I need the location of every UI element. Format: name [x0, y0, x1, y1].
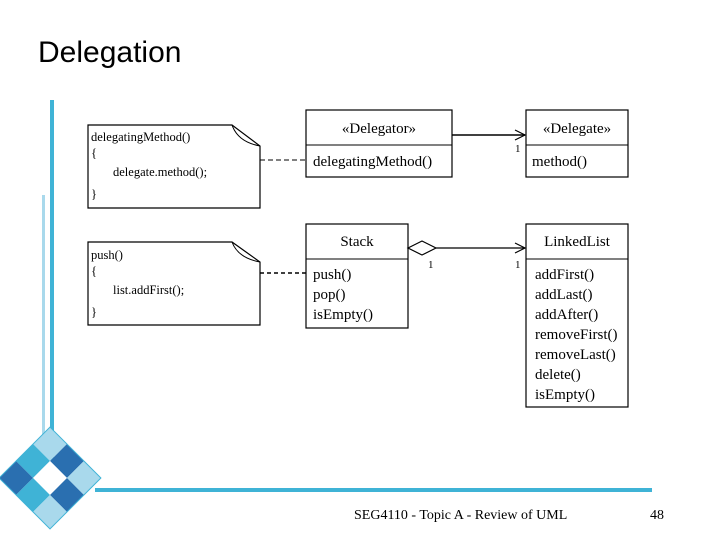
page-number: 48 — [650, 508, 664, 523]
class-delegator: «Delegator» delegatingMethod() — [305, 109, 453, 178]
left-accent-bar — [50, 100, 54, 460]
aggregation-stack-linkedlist: 1 1 — [406, 240, 527, 271]
multiplicity-label: 1 — [515, 259, 521, 271]
arrowhead-icon — [514, 129, 527, 141]
decorative-mosaic — [0, 426, 102, 530]
aggregation-diamond-icon — [406, 240, 438, 256]
note-line: { — [91, 264, 97, 278]
class-name: «Delegator» — [342, 121, 416, 137]
class-name: LinkedList — [544, 234, 611, 250]
multiplicity-label: 1 — [515, 143, 521, 155]
arrowhead-icon — [514, 242, 527, 254]
footer-text: SEG4110 - Topic A - Review of UML — [354, 508, 568, 523]
class-box — [305, 223, 409, 329]
note-line: { — [91, 146, 97, 160]
multiplicity-label: 1 — [428, 259, 434, 271]
class-method: addAfter() — [535, 307, 598, 323]
class-method: removeLast() — [535, 347, 616, 363]
left-accent-bar-light — [42, 195, 45, 445]
class-method: delegatingMethod() — [313, 154, 432, 170]
note-shape — [87, 124, 261, 209]
note-delegating-method: delegatingMethod() { delegate.method(); … — [87, 124, 261, 209]
class-delegate: «Delegate» method() — [525, 109, 629, 178]
note-line: } — [91, 305, 97, 319]
class-box — [305, 109, 453, 178]
class-method: addFirst() — [535, 267, 594, 283]
note-line: list.addFirst(); — [113, 283, 184, 297]
class-method: isEmpty() — [313, 307, 373, 323]
class-method: delete() — [535, 367, 581, 383]
bottom-accent-bar — [95, 488, 652, 492]
class-name: Stack — [340, 234, 374, 250]
slide-title: Delegation — [38, 36, 182, 69]
class-method: isEmpty() — [535, 387, 595, 403]
note-shape — [87, 241, 261, 326]
class-box — [525, 109, 629, 178]
class-method: method() — [532, 154, 587, 170]
class-name: «Delegate» — [543, 121, 611, 137]
note-line: delegate.method(); — [113, 165, 207, 179]
class-box — [525, 223, 629, 408]
note-line: } — [91, 187, 97, 201]
class-linkedlist: LinkedList addFirst() addLast() addAfter… — [525, 223, 629, 408]
association-delegator-delegate: 1 — [452, 129, 527, 155]
class-method: pop() — [313, 287, 346, 303]
note-push: push() { list.addFirst(); } — [87, 241, 261, 326]
class-stack: Stack push() pop() isEmpty() — [305, 223, 409, 329]
note-fold — [231, 241, 261, 263]
class-method: push() — [313, 267, 351, 283]
class-method: removeFirst() — [535, 327, 617, 343]
note-fold — [231, 124, 261, 147]
note-line: push() — [91, 248, 123, 262]
note-line: delegatingMethod() — [91, 130, 190, 144]
slide-decoration — [0, 100, 652, 530]
class-method: addLast() — [535, 287, 592, 303]
